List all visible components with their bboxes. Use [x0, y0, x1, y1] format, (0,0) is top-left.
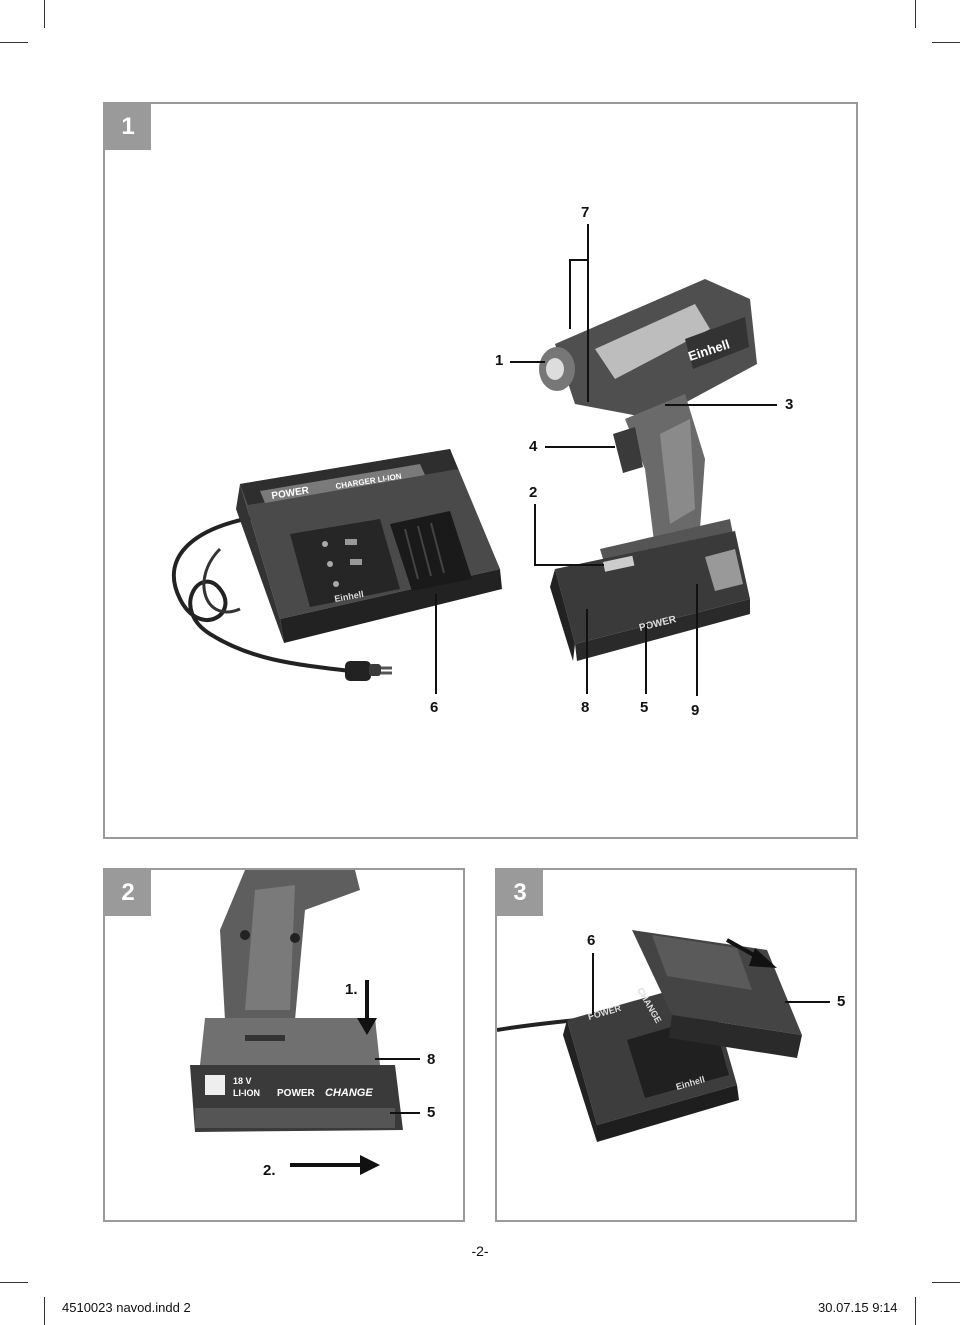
crop-mark — [915, 0, 916, 28]
callout-8: 8 — [427, 1051, 436, 1068]
crop-mark — [932, 42, 960, 43]
battery-insertion-illustration: 18 V LI-ION POWER CHANGE — [190, 870, 403, 1132]
leader-line — [534, 504, 536, 564]
battery-chem-label: LI-ION — [233, 1088, 260, 1098]
callout-6: 6 — [430, 699, 439, 716]
crop-mark — [915, 1297, 916, 1325]
crop-mark — [0, 1282, 28, 1283]
leader-line — [696, 584, 698, 696]
leader-line — [510, 361, 545, 363]
charger-illustration: POWER CHARGER LI-ION Einhell — [171, 449, 502, 681]
leader-line — [545, 446, 615, 448]
slide-arrow — [290, 1155, 380, 1175]
step-2-label: 2. — [263, 1162, 276, 1179]
leader-line — [592, 953, 594, 1015]
impact-driver-illustration: Einhell POWER — [539, 279, 757, 661]
leader-line — [569, 259, 571, 329]
figure-number: 2 — [105, 870, 151, 916]
leader-line — [534, 564, 604, 566]
figure-2-panel: 2 18 V LI-ION POWER CHANGE 1. 2. 8 5 — [103, 868, 465, 1222]
callout-5: 5 — [837, 993, 846, 1010]
step-1-label: 1. — [345, 981, 358, 998]
footer-date: 30.07.15 9:14 — [818, 1300, 898, 1315]
callout-6: 6 — [587, 932, 596, 949]
leader-line — [375, 1058, 420, 1060]
callout-1: 1 — [495, 352, 504, 369]
callout-7: 7 — [581, 204, 590, 221]
callout-5: 5 — [427, 1104, 436, 1121]
charging-illustration: POWER Einhell CHANGE — [497, 930, 802, 1142]
leader-line — [587, 224, 589, 402]
callout-9: 9 — [691, 702, 700, 719]
callout-5: 5 — [640, 699, 649, 716]
figure-3-panel: 3 POWER Einhell CHANGE 6 5 — [495, 868, 857, 1222]
crop-mark — [0, 42, 28, 43]
battery-voltage-label: 18 V — [233, 1076, 252, 1086]
leader-line — [435, 594, 437, 694]
leader-line — [586, 609, 588, 694]
callout-8: 8 — [581, 699, 590, 716]
leader-line — [645, 624, 647, 694]
figure-number: 1 — [105, 104, 151, 150]
callout-3: 3 — [785, 396, 794, 413]
footer-file: 4510023 navod.indd 2 — [62, 1300, 191, 1315]
page-number: -2- — [471, 1243, 489, 1259]
crop-mark — [44, 0, 45, 28]
figure-number: 3 — [497, 870, 543, 916]
battery-power-label: POWER — [277, 1088, 316, 1099]
leader-line — [665, 404, 777, 406]
callout-4: 4 — [529, 438, 538, 455]
figure-1-panel: 1 POWER CHARGER LI-ION Einhell — [103, 102, 858, 839]
leader-line — [569, 259, 587, 261]
leader-line — [390, 1112, 420, 1114]
crop-mark — [44, 1297, 45, 1325]
battery-change-label: CHANGE — [325, 1087, 373, 1099]
callout-2: 2 — [529, 484, 538, 501]
leader-line — [785, 1001, 830, 1003]
crop-mark — [932, 1282, 960, 1283]
